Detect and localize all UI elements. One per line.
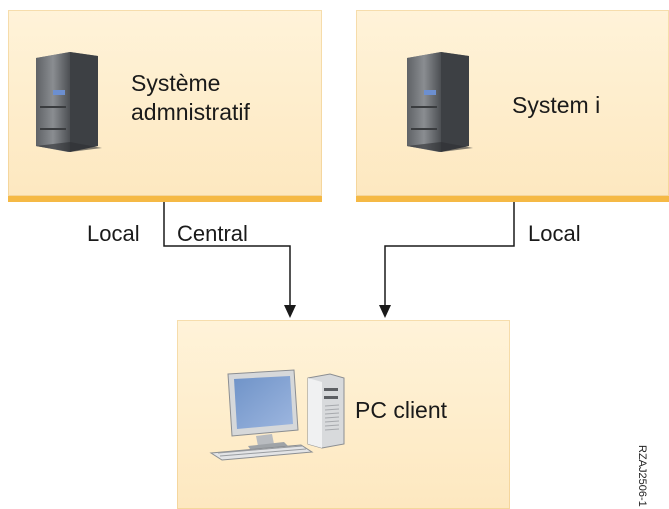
figure-id: RZAJ2506-1 [636,445,648,507]
edge-label-local-right: Local [528,221,581,246]
connector-systemi-to-pc [384,202,515,306]
server-tower-icon [36,52,102,152]
edge-label-local-left: Local [87,221,140,246]
arrowhead-right [379,305,391,318]
desktop-pc-icon [209,369,345,461]
edge-label-central: Central [177,221,248,246]
connector-admin-to-pc [163,202,291,306]
server-tower-icon [407,52,473,152]
arrowhead-left [284,305,296,318]
pc-client-label: PC client [355,397,448,423]
system-i-label: System i [512,92,601,118]
connectors [163,202,515,306]
admin-system-label-line2: admnistratif [131,99,250,125]
admin-system-label-line1: Système [131,70,221,96]
